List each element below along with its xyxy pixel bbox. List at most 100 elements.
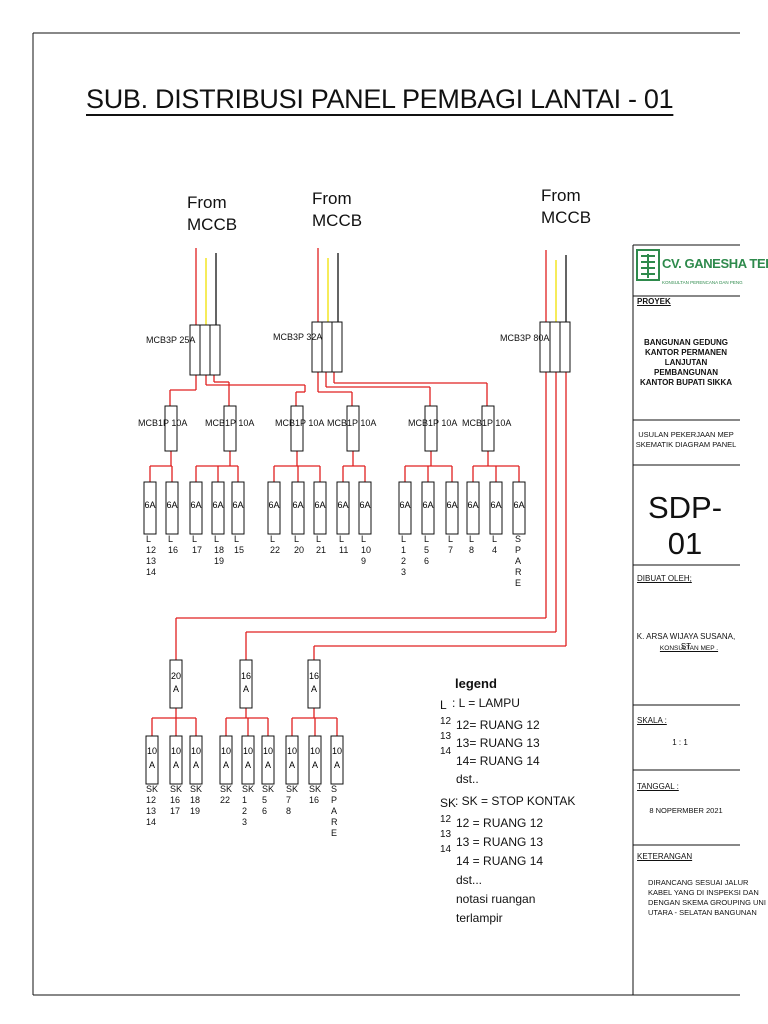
socket-feeder-rating: 16 — [241, 671, 251, 681]
sub-breaker-label: MCB1P 10A — [462, 418, 512, 428]
socket-circuit-breaker — [330, 735, 344, 785]
socket-circuit-breaker — [145, 735, 159, 785]
lamp-circuit-breaker — [165, 481, 179, 535]
socket-circuit-breaker — [241, 735, 255, 785]
main-breaker-pole — [549, 321, 561, 373]
socket-rating-label: 10 — [332, 746, 342, 756]
skala-label: SKALA : — [637, 716, 667, 725]
socket-rating-label: 10 — [243, 746, 253, 756]
lamp-rating-label: 6A — [359, 500, 370, 510]
socket-rating-label: 10 — [287, 746, 297, 756]
socket-rating-label: A — [173, 760, 179, 770]
main-breaker-pole — [559, 321, 571, 373]
main-breaker-pole — [311, 321, 323, 373]
lamp-rating-label: 6A — [446, 500, 457, 510]
sub-breaker — [223, 405, 237, 452]
sub-breaker-label: MCB1P 10A — [138, 418, 188, 428]
socket-rating-label: A — [312, 760, 318, 770]
tanggal-value: 8 NOPERMBER 2021 — [649, 806, 723, 815]
lamp-circuit-breaker — [211, 481, 225, 535]
socket-circuit-breaker — [285, 735, 299, 785]
company-logo — [636, 249, 660, 281]
socket-feeder-breaker — [239, 659, 253, 709]
legend-socket-prefix: SK — [440, 796, 457, 810]
socket-circuit-breaker — [189, 735, 203, 785]
socket-rating-label: A — [149, 760, 155, 770]
socket-rating-label: A — [193, 760, 199, 770]
dibuat-role: KONSULTAN MEP . — [659, 645, 719, 652]
lamp-circuit-breaker — [189, 481, 203, 535]
legend-lamp-prefix: L — [440, 698, 447, 712]
lamp-circuit-breaker — [267, 481, 281, 535]
lamp-circuit-breaker — [358, 481, 372, 535]
lamp-rating-label: 6A — [422, 500, 433, 510]
lamp-rating-label: 6A — [399, 500, 410, 510]
lamp-rating-label: 6A — [292, 500, 303, 510]
lamp-circuit-breaker — [291, 481, 305, 535]
socket-feeder-breaker — [307, 659, 321, 709]
socket-rating-label: 10 — [171, 746, 181, 756]
lamp-rating-label: 6A — [212, 500, 223, 510]
keterangan-label: KETERANGAN — [637, 852, 693, 861]
socket-feeder-rating: A — [173, 684, 179, 694]
lamp-rating-label: 6A — [166, 500, 177, 510]
title-block-frame — [632, 244, 740, 995]
lamp-circuit-breaker — [445, 481, 459, 535]
lamp-circuit-breaker — [512, 481, 526, 535]
main-breaker-pole — [199, 324, 211, 376]
drawing-number: SDP-01 — [647, 490, 723, 561]
socket-rating-label: A — [245, 760, 251, 770]
socket-feeder-rating: A — [243, 684, 249, 694]
main-breaker-label-2: MCB3P 32A — [273, 332, 323, 342]
sub-breaker-label: MCB1P 10A — [327, 418, 377, 428]
socket-feeder-rating: 20 — [171, 671, 181, 681]
main-breaker-pole — [209, 324, 221, 376]
lamp-rating-label: 6A — [232, 500, 243, 510]
socket-rating-label: A — [223, 760, 229, 770]
sub-breaker — [424, 405, 438, 452]
legend-lamp-line: : L = LAMPU — [452, 696, 520, 710]
company-subtitle: KONSULTAN PERENCANA DAN PENG — [662, 280, 743, 285]
main-breaker-label-1: MCB3P 25A — [146, 335, 196, 345]
socket-rating-label: 10 — [310, 746, 320, 756]
legend-title: legend — [455, 676, 497, 691]
skala-value: 1 : 1 — [672, 738, 688, 747]
lamp-circuit-breaker — [336, 481, 350, 535]
dibuat-name: K. ARSA WIJAYA SUSANA, ST — [636, 632, 736, 651]
socket-rating-label: A — [334, 760, 340, 770]
socket-rating-label: A — [265, 760, 271, 770]
socket-rating-label: A — [289, 760, 295, 770]
sub-breaker-label: MCB1P 10A — [205, 418, 255, 428]
socket-circuit-breaker — [261, 735, 275, 785]
sub-breaker — [481, 405, 495, 452]
sub-breaker — [346, 405, 360, 452]
page-title: SUB. DISTRIBUSI PANEL PEMBAGI LANTAI - 0… — [86, 84, 674, 114]
tanggal-label: TANGGAL : — [637, 782, 679, 791]
lamp-circuit-breaker — [489, 481, 503, 535]
lamp-circuit-breaker — [143, 481, 157, 535]
socket-feeder-rating: 16 — [309, 671, 319, 681]
